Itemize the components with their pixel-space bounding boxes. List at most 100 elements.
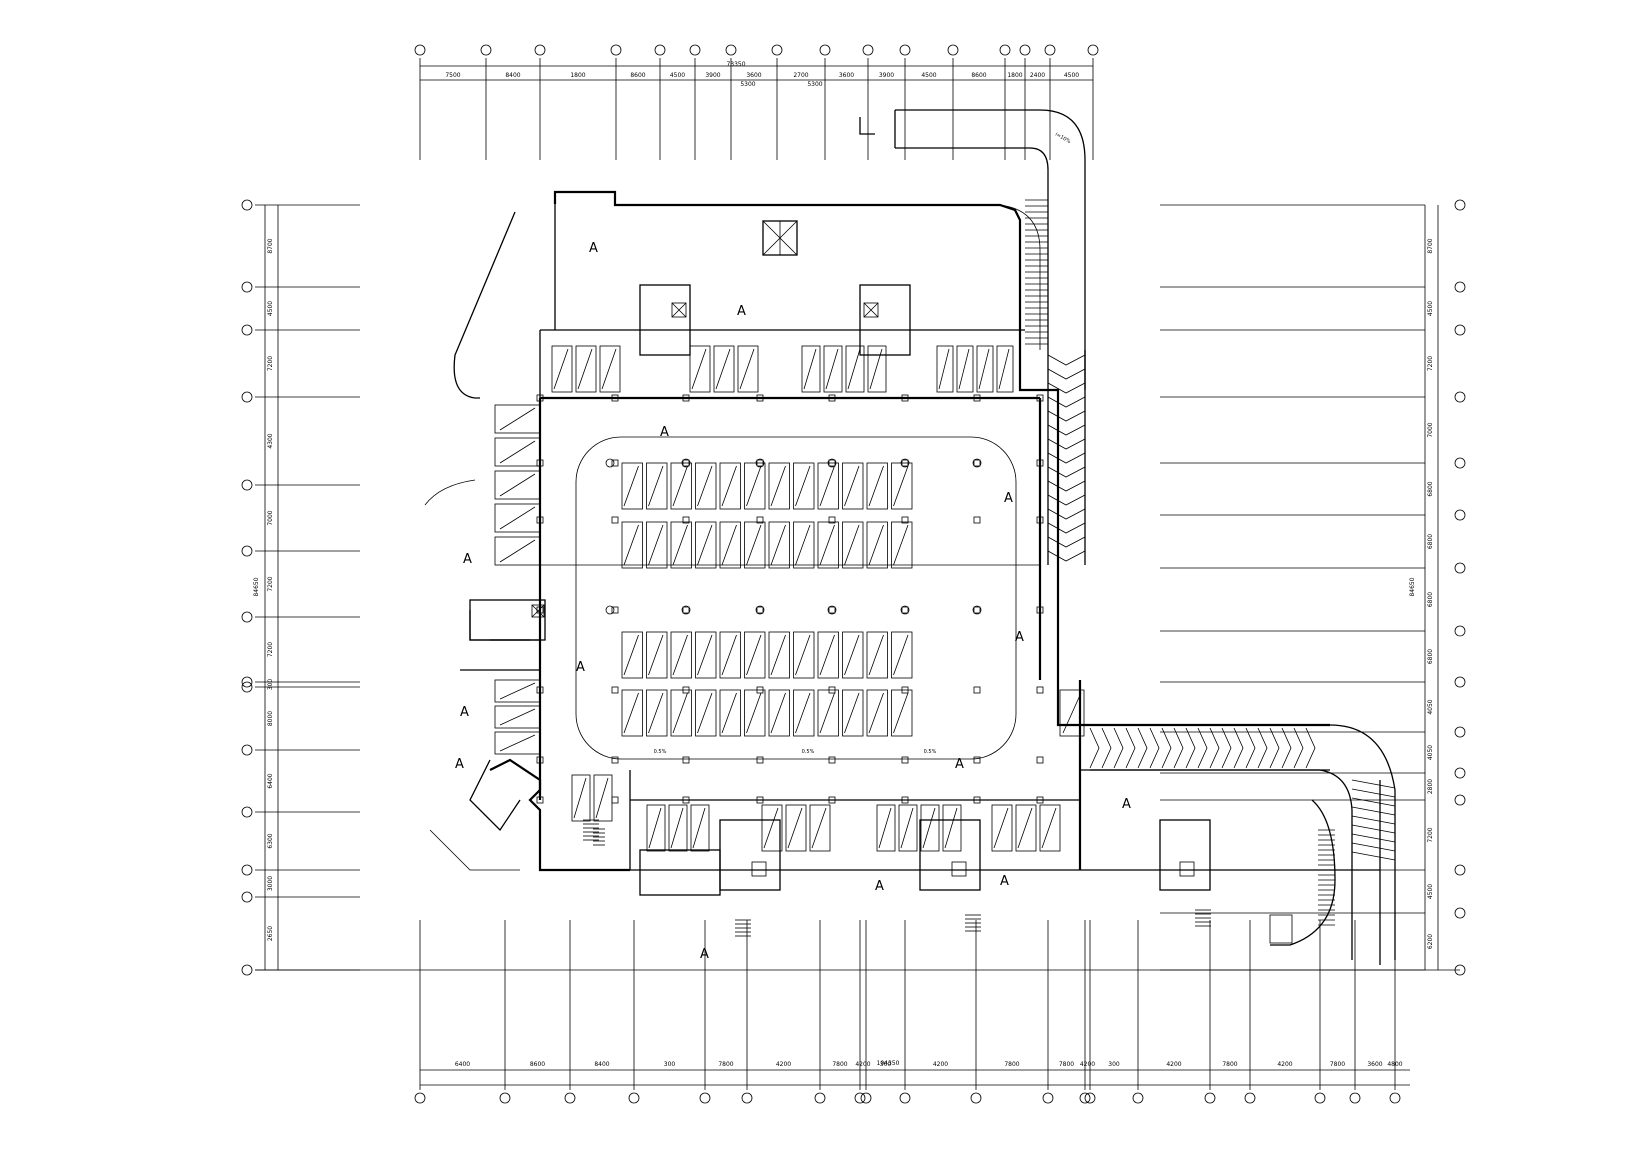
axis-bubble-top-0 [414,44,426,56]
svg-text:A: A [700,947,709,962]
axis-bubble-bottom-1 [499,1092,511,1104]
left-dim-3: 4300 [267,433,274,448]
row3-stall-10 [866,631,888,679]
row2-stall-6 [768,521,790,569]
column-0-1 [536,459,544,467]
row4-stall-8 [817,689,839,737]
axis-bubble-left-13 [241,964,253,976]
axis-bubble-left-2 [241,324,253,336]
axis-bubble-bottom-10 [970,1092,982,1104]
row1-stall-diag-4 [721,465,737,507]
left-dim-11: 3000 [267,876,274,891]
axis-bubble-right-12 [1454,864,1466,876]
ramp-hatch-se-1234 [1233,727,1244,769]
north-d-stall-0 [936,345,954,393]
svg-text:A: A [1004,491,1013,506]
row4-stall-diag-5 [746,692,762,734]
row1-stall-3 [695,462,717,510]
row3-stall-diag-7 [795,634,811,676]
row1-stall-diag-6 [770,465,786,507]
row3-stall-diag-2 [672,634,688,676]
row3-stall-diag-3 [697,634,713,676]
column-3-4 [756,686,764,694]
ramp-hatch-se-1306 [1305,727,1316,769]
right-dim-4: 6800 [1427,481,1434,496]
west2-stall-1 [494,705,541,729]
left-dim-8: 8000 [267,711,274,726]
column-5-6 [901,796,909,804]
column-5-1 [901,459,909,467]
south-w-stall-1 [593,774,613,822]
west-stall-1 [494,437,541,467]
svg-text:A: A [955,757,964,772]
axis-bubbles [241,44,1466,1104]
axis-bubble-top-7 [771,44,783,56]
svg-text:A: A [460,705,469,720]
column-0-6 [536,796,544,804]
slope-label-1: 0.5% [654,749,667,755]
row2-stall-8 [817,521,839,569]
svg-text:A: A [875,879,884,894]
row1-stall-7 [793,462,815,510]
axis-bubble-top-10 [899,44,911,56]
top-dim-3: 8600 [630,72,645,79]
right-dim-5: 6800 [1427,534,1434,549]
row4-stall-diag-10 [868,692,884,734]
axis-bubble-right-6 [1454,562,1466,574]
ramp-hatch-se-v-780 [1351,779,1396,789]
column-3-6 [756,796,764,804]
ramp-hatch-ne-439 [1047,438,1086,450]
axis-bubble-bottom-18 [1349,1092,1361,1104]
ramp-hatch-se-1150 [1149,727,1160,769]
south-b-stall-0 [761,804,783,852]
ramp-hatch-se-1210 [1209,727,1220,769]
right-dim-11: 7200 [1427,827,1434,842]
parking-stalls [494,345,1085,852]
south-d-stall-diag-2 [1041,807,1057,849]
row2-stall-diag-7 [795,524,811,566]
axis-bubble-right-1 [1454,281,1466,293]
left-dim-1: 4500 [267,301,274,316]
svg-text:A: A [576,660,585,675]
column-2-6 [682,796,690,804]
column-2-0 [682,394,690,402]
north-c-stall-2 [845,345,865,393]
core-south [639,819,1211,896]
curved-wall-north-west [453,211,516,399]
ramp-hatch-ne-397 [1047,396,1086,408]
row4-stall-diag-0 [623,692,639,734]
column-round-0 [605,458,615,468]
north-a-stall-1 [575,345,597,393]
row2-stall-diag-10 [868,524,884,566]
column-0-5 [536,756,544,764]
row4-stall-4 [719,689,741,737]
axis-bubble-bottom-17 [1314,1092,1326,1104]
ramp-hatch-se-1270 [1269,727,1280,769]
west-stall-4 [494,536,541,566]
column-round-1 [681,458,691,468]
north-c-stall-diag-1 [825,348,839,390]
column-7-3 [1036,606,1044,614]
top-dim-5: 3900 [705,72,720,79]
south-a-stall-1 [668,804,688,852]
ramp-slope-label: i=10% [1054,132,1072,146]
row2-stall-diag-4 [721,524,737,566]
column-6-2 [973,516,981,524]
north-a-stall-2 [599,345,621,393]
ramp-hatch-ne-551 [1047,550,1086,562]
row3-stall-6 [768,631,790,679]
north-d-stall-diag-1 [958,348,970,390]
south-c-stall-3 [942,804,962,852]
axis-bubble-left-10 [241,806,253,818]
axis-bubble-top-9 [862,44,874,56]
column-5-0 [901,394,909,402]
row1-stall-diag-2 [672,465,688,507]
south-b-stall-diag-2 [811,807,827,849]
axis-bubble-right-3 [1454,391,1466,403]
row4-stall-diag-6 [770,692,786,734]
axis-bubble-bottom-15 [1204,1092,1216,1104]
row2-stall-diag-2 [672,524,688,566]
east-stall-diag-0 [1062,692,1082,734]
